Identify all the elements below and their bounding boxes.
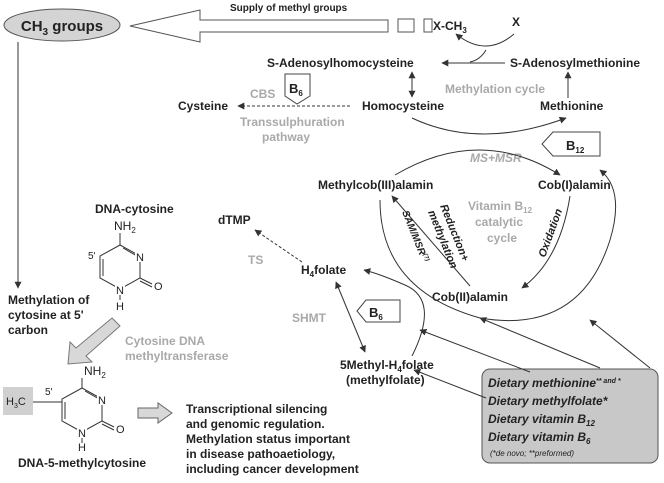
dietary-vitb12: Dietary vitamin B12 [488,412,595,428]
methylation-text-2: cytosine at 5' [8,308,84,322]
transsulph-label-2: pathway [262,130,310,144]
transcription-line-5: including cancer development [186,462,359,476]
cytosine-structure: NH2 5' N O N H [88,219,163,313]
cob1-to-cob2-arrow [521,195,571,289]
supply-arrow [129,9,389,43]
homocysteine-label: Homocysteine [362,99,444,113]
x-curve-arrow [455,33,515,47]
diet-to-cob-arrow [479,317,601,369]
methylh4folate-label: 5Methyl-H4folate [340,358,434,374]
b12-label: B12 [566,138,585,155]
transcription-arrow [137,402,173,424]
homocysteine-to-methionine-curve [411,116,567,135]
svg-text:N: N [98,395,106,407]
dietary-methionine: Dietary methionine** and * [488,376,621,390]
methionine-label: Methionine [540,99,604,113]
b12-box [541,131,601,157]
h4folate-shmt-arrow [335,281,366,353]
cob2-label: Cob(II)alamin [432,290,508,304]
svg-text:H3C: H3C [6,396,26,410]
sah-label: S-Adenosylhomocysteine [267,56,414,70]
cob1-label: Cob(I)alamin [538,178,611,192]
dietary-box [481,368,659,464]
xch3-label: X-CH3 [433,19,467,35]
transcription-line-4: in disease pathoaetiology, [186,447,335,461]
svg-text:H: H [78,442,86,454]
dietary-vitb6: Dietary vitamin B6 [488,430,591,446]
dietary-methylfolate: Dietary methylfolate* [488,394,609,408]
ts-label: TS [248,253,263,267]
methylation-cycle-label: Methylation cycle [445,82,545,96]
transsulph-label-1: Transsulphuration [240,115,345,129]
big-folate-loop [379,169,617,322]
transcription-line-2: and genomic regulation. [186,417,325,431]
ch3-groups-ellipse [3,8,121,42]
supply-label: Supply of methyl groups [230,3,348,14]
vitb12-cycle-label-2: catalytic [475,215,523,229]
vitb12-cycle-label-3: cycle [487,231,517,245]
diet-to-methylfolate-arrow [413,369,487,399]
transcription-line-1: Transcriptional silencing [186,402,327,416]
sam-msr-label: SAM/MSR(?) [399,209,430,264]
x-label: X [512,15,520,29]
svg-text:N: N [116,285,124,297]
dna-cytosine-label: DNA-cytosine [95,202,174,216]
vitb12-cycle-label-1: Vitamin B12 [468,199,533,215]
cysteine-label: Cysteine [178,99,228,113]
cbs-label: CBS [250,87,275,101]
svg-text:O: O [154,281,163,293]
methylcytosine-label: DNA-5-methylcytosine [18,456,146,470]
dnmt-label-2: methyltransferase [125,349,229,363]
methylcob-label: Methylcob(III)alamin [318,178,433,192]
svg-text:N: N [136,252,144,264]
methylfolate-label: (methylfolate) [346,373,425,387]
ms-msr-label: MS+MSR [470,151,522,165]
dtmp-label: dTMP [218,213,251,227]
svg-text:H: H [116,301,124,313]
sam-label: S-Adenosylmethionine [510,56,640,70]
h4folate-label: H4folate [301,263,346,279]
svg-text:NH2: NH2 [84,364,106,380]
b6-label-top: B6 [289,81,303,98]
methylcytosine-structure: H3C NH2 5' N O N H [3,364,125,454]
svg-text:N: N [78,428,86,440]
supply-box-1 [397,18,415,33]
transcription-line-3: Methylation status important [186,432,350,446]
methylation-text-3: carbon [8,323,48,337]
cob2-to-methylcob-arrow [391,195,471,287]
methylation-text-1: Methylation of [8,293,90,307]
ch3-groups-label: CH3 groups [21,18,103,38]
b6-label-shmt: B6 [369,305,383,322]
supply-box-2 [423,18,433,33]
diet-to-loop-arrow [419,328,531,373]
b6-box-top [284,73,311,105]
dnmt-label-1: Cytosine DNA [125,334,205,348]
svg-text:5': 5' [45,387,53,398]
sam-to-x-curve [469,49,487,63]
methylcob-to-cob1-curve [394,149,561,176]
svg-text:O: O [116,424,125,436]
h4folate-to-dtmp-arrow [254,229,303,263]
svg-text:NH2: NH2 [114,219,136,235]
shmt-label: SHMT [292,311,327,325]
b6-box-shmt [356,299,401,323]
dietary-footnote: (*de novo; **preformed) [490,449,574,458]
diet-to-methionine-arrow [589,319,651,369]
dnmt-arrow [67,317,121,365]
svg-text:5': 5' [88,251,96,262]
